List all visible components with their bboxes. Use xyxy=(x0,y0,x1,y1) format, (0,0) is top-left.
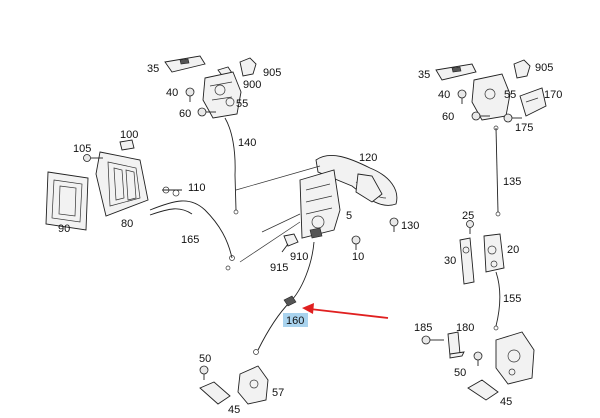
label-160: 160 xyxy=(286,315,304,327)
label-45-bottom-left: 45 xyxy=(228,404,240,416)
highlight-box xyxy=(283,313,308,327)
label-120: 120 xyxy=(359,152,377,164)
label-57: 57 xyxy=(272,387,284,399)
label-50-bottom-left: 50 xyxy=(199,353,211,365)
label-60-top-right: 60 xyxy=(442,111,454,123)
label-100: 100 xyxy=(120,129,138,141)
part-labels: 35 905 900 40 55 60 140 105 100 110 90 8… xyxy=(58,62,562,416)
label-900-top-left: 900 xyxy=(243,79,261,91)
label-185: 185 xyxy=(414,322,432,334)
label-175: 175 xyxy=(515,122,533,134)
upper-lock-assembly-right xyxy=(435,59,547,217)
label-170: 170 xyxy=(544,89,562,101)
lower-lock-assembly-left xyxy=(199,365,269,405)
label-20: 20 xyxy=(507,244,519,256)
label-10: 10 xyxy=(352,251,364,263)
label-135: 135 xyxy=(503,176,521,188)
label-80: 80 xyxy=(121,218,133,230)
label-60-top-left: 60 xyxy=(179,108,191,120)
label-180: 180 xyxy=(456,322,474,334)
label-105: 105 xyxy=(73,143,91,155)
label-40-top-left: 40 xyxy=(166,87,178,99)
label-110: 110 xyxy=(188,182,206,194)
label-50-bottom-right: 50 xyxy=(454,367,466,379)
label-165: 165 xyxy=(181,234,199,246)
label-915: 915 xyxy=(270,262,288,274)
lower-lock-assembly-right xyxy=(421,331,535,401)
label-910: 910 xyxy=(290,251,308,263)
label-90: 90 xyxy=(58,223,70,235)
right-lock-module xyxy=(459,220,505,331)
label-155: 155 xyxy=(503,293,521,305)
center-lock-module xyxy=(235,155,399,355)
label-905-top-left: 905 xyxy=(263,67,281,79)
label-905-top-right: 905 xyxy=(535,62,553,74)
label-140: 140 xyxy=(238,137,256,149)
label-40-top-right: 40 xyxy=(438,89,450,101)
inner-handle-assembly xyxy=(45,139,235,271)
label-35-top-right: 35 xyxy=(418,69,430,81)
label-130: 130 xyxy=(401,220,419,232)
label-55-top-right: 55 xyxy=(504,89,516,101)
label-45-bottom-right: 45 xyxy=(500,396,512,408)
label-30: 30 xyxy=(444,255,456,267)
label-55-top-left: 55 xyxy=(236,98,248,110)
red-arrow xyxy=(302,303,389,319)
label-25: 25 xyxy=(462,210,474,222)
upper-lock-assembly-left xyxy=(164,55,257,215)
label-35-top-left: 35 xyxy=(147,63,159,75)
label-5: 5 xyxy=(346,210,352,222)
